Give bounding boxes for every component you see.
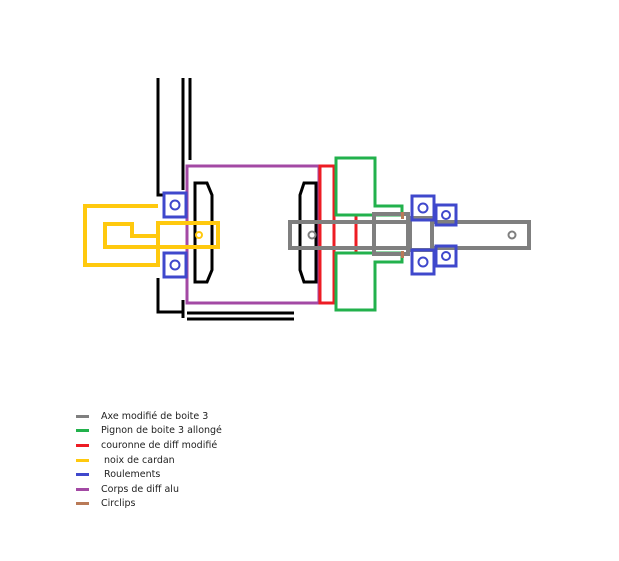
- bearing-ball: [441, 210, 451, 220]
- cardan-pin: [195, 231, 203, 239]
- legend-label: Pignon de boite 3 allongé: [101, 425, 222, 437]
- bearing-right-lower-a: [410, 248, 436, 276]
- legend-label: Circlips: [101, 498, 136, 510]
- housing-lower-wall: [156, 278, 183, 314]
- pinion-lower: [334, 251, 404, 312]
- legend-item-circlips: Circlips: [76, 497, 222, 512]
- bearing-balls: [169, 199, 451, 271]
- right-satellite-gear: [298, 181, 318, 284]
- bearing-left-upper: [162, 191, 188, 219]
- circlip-lower: [401, 251, 404, 258]
- legend-swatch: [76, 502, 89, 506]
- legend-item-noix: noix de cardan: [76, 453, 222, 468]
- housing-lines: [156, 78, 318, 321]
- pinion: [334, 156, 404, 312]
- legend-label: Roulements: [101, 469, 161, 481]
- cardan-fork: [83, 204, 160, 267]
- legend-swatch: [76, 443, 89, 447]
- bearing-right-upper-b: [434, 203, 458, 227]
- legend-item-corps: Corps de diff alu: [76, 482, 222, 497]
- legend-swatch: [76, 473, 89, 477]
- circlip-upper: [401, 212, 404, 219]
- bearing-ball: [169, 199, 181, 211]
- housing-upper-wall: [156, 78, 165, 197]
- legend-swatch: [76, 458, 89, 462]
- legend-label: Axe modifié de boite 3: [101, 410, 209, 422]
- shaft: [288, 212, 531, 256]
- bearing-ball: [417, 202, 429, 214]
- shaft-pins: [307, 230, 517, 240]
- circlips: [401, 212, 404, 258]
- legend-item-roulements: Roulements: [76, 467, 222, 482]
- legend-label: noix de cardan: [101, 454, 175, 466]
- left-satellite-gear: [193, 181, 214, 284]
- shaft-pin-right: [507, 230, 517, 240]
- bearing-left-lower: [162, 251, 188, 279]
- shaft-spacer: [408, 216, 434, 252]
- legend-swatch: [76, 487, 89, 491]
- legend-label: Corps de diff alu: [101, 483, 179, 495]
- bearing-ball: [441, 251, 451, 261]
- bearing-right-upper-a: [410, 194, 436, 222]
- bearing-ball: [169, 259, 181, 271]
- cardan-joint: [83, 204, 220, 267]
- shaft-pin-left: [307, 230, 317, 240]
- pinion-upper: [334, 156, 404, 217]
- legend-item-pignon: Pignon de boite 3 allongé: [76, 424, 222, 439]
- bearing-ball: [417, 256, 429, 268]
- cardan-shaft: [156, 221, 220, 249]
- ring-gear: [318, 164, 358, 305]
- legend-item-couronne: couronne de diff modifié: [76, 438, 222, 453]
- legend-swatch: [76, 414, 89, 418]
- ring-gear-body: [318, 164, 336, 305]
- bearings: [162, 191, 458, 279]
- legend-label: couronne de diff modifié: [101, 439, 218, 451]
- legend: Axe modifié de boite 3 Pignon de boite 3…: [76, 409, 222, 511]
- bearing-right-lower-b: [434, 244, 458, 268]
- legend-item-axe: Axe modifié de boite 3: [76, 409, 222, 424]
- legend-swatch: [76, 429, 89, 433]
- shaft-collar: [372, 212, 410, 256]
